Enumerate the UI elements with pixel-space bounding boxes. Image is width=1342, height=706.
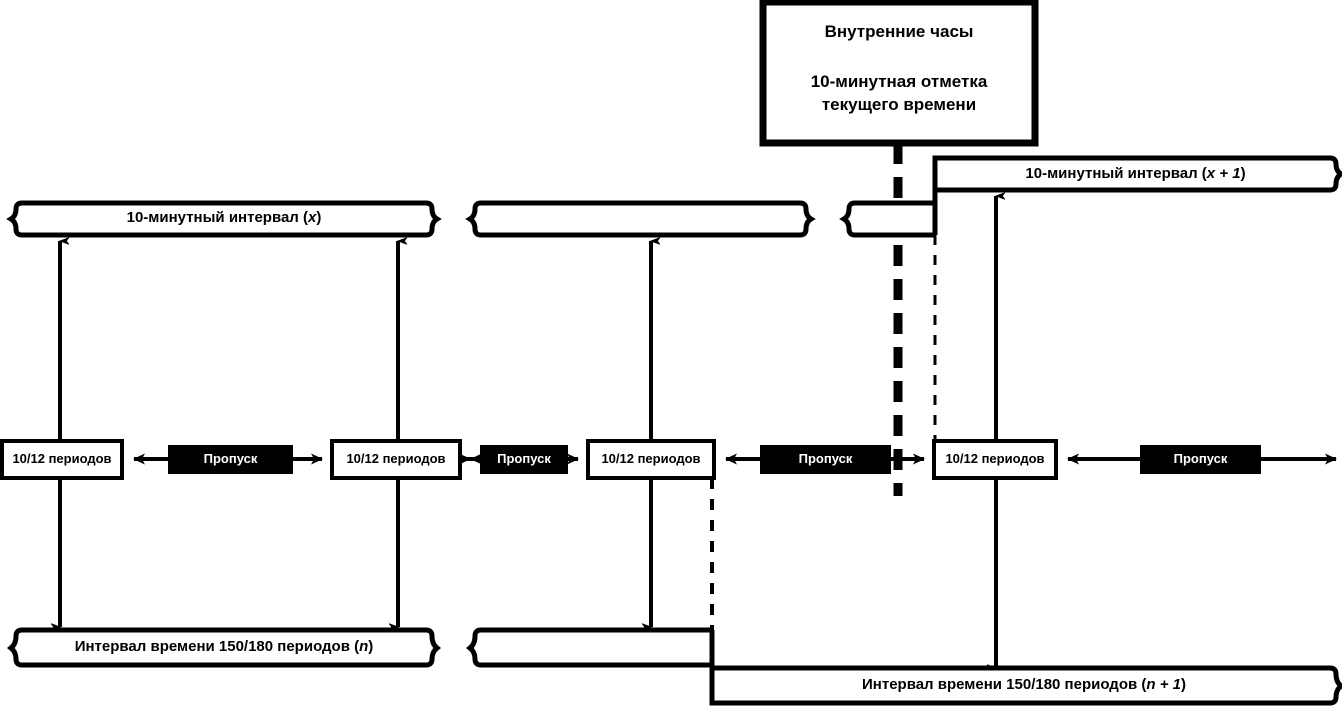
interval-bar-x1-label: 10-минутный интервал (x + 1) bbox=[1025, 165, 1246, 182]
clock-box-subtitle-line2: текущего времени bbox=[821, 95, 977, 114]
interval-bar-x-shape bbox=[6, 200, 442, 238]
gap-box-3-label: Пропуск bbox=[798, 451, 853, 466]
gap-box-2-shape bbox=[480, 445, 568, 474]
gap-box-3-shape bbox=[760, 445, 891, 474]
clock-box-subtitle-line1: 10-минутная отметка bbox=[810, 72, 988, 91]
interval-bar-x-text: 10-минутный интервал bbox=[126, 209, 299, 226]
gap-box-2-label: Пропуск bbox=[497, 451, 551, 466]
gap-box-4-label: Пропуск bbox=[1173, 451, 1228, 466]
interval-bar-n-index: n bbox=[359, 638, 369, 655]
interval-bar-x1-shape bbox=[932, 155, 1342, 235]
gap-box-4-shape bbox=[1140, 445, 1261, 474]
period-box-2-label: 10/12 периодов bbox=[346, 451, 446, 466]
interval-bar-n1-shape bbox=[709, 630, 1342, 706]
interval-bar-middle-shape bbox=[465, 200, 816, 238]
interval-bar-n1-text: Интервал времени 150/180 периодов bbox=[862, 676, 1138, 693]
interval-bar-n-text: Интервал времени 150/180 периодов bbox=[74, 638, 350, 655]
gap-box-1-label: Пропуск bbox=[203, 451, 258, 466]
interval-bar-x1-text: 10-минутный интервал bbox=[1025, 165, 1198, 182]
period-box-1-label: 10/12 периодов bbox=[12, 451, 112, 466]
interval-bar-n1-index: n + 1 bbox=[1146, 676, 1181, 693]
interval-bar-x-label: 10-минутный интервал (x) bbox=[126, 209, 322, 226]
gap-box-1-shape bbox=[168, 445, 293, 474]
interval-bar-n1-label: Интервал времени 150/180 периодов (n + 1… bbox=[862, 676, 1186, 693]
interval-bar-n-shape bbox=[7, 627, 441, 668]
interval-bar-x1-index: x + 1 bbox=[1206, 165, 1241, 182]
clock-box-title: Внутренние часы bbox=[824, 22, 974, 41]
interval-bar-n-label: Интервал времени 150/180 периодов (n) bbox=[74, 638, 374, 655]
interval-bar-bottom-middle-shape bbox=[466, 627, 712, 668]
period-box-3-label: 10/12 периодов bbox=[601, 451, 701, 466]
interval-bar-x-index: x bbox=[308, 209, 317, 226]
interval-bar-continuation-shape bbox=[839, 200, 935, 238]
period-box-4-label: 10/12 периодов bbox=[945, 451, 1045, 466]
clock-box bbox=[759, 0, 1039, 147]
